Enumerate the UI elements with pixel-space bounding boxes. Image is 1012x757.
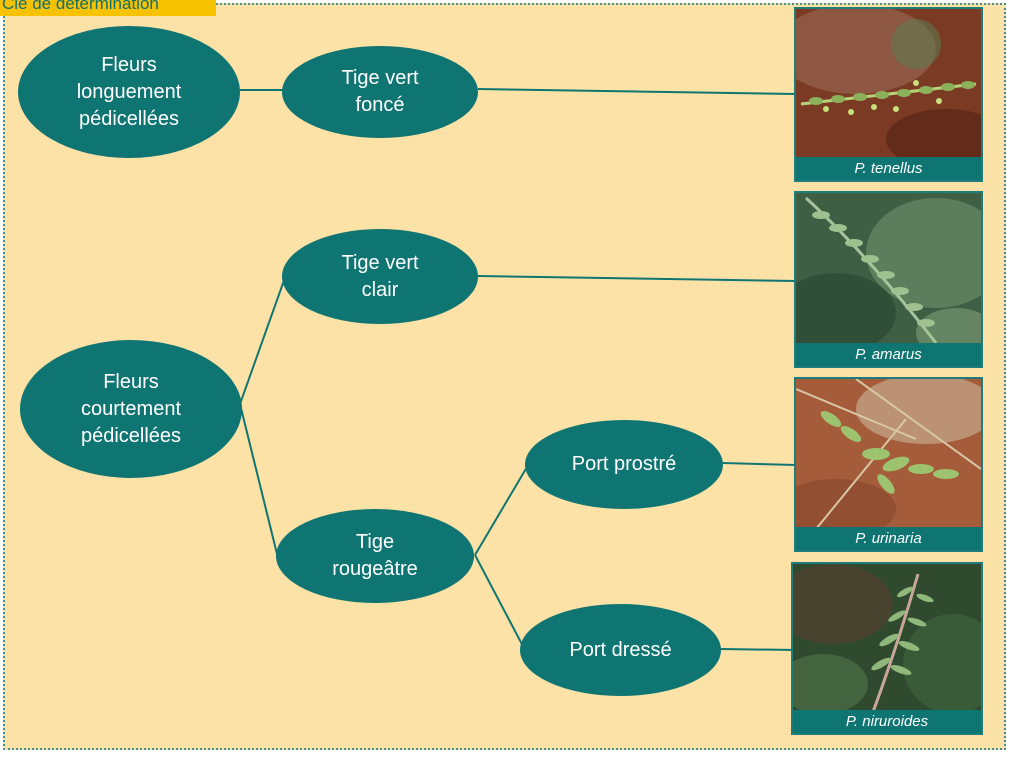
photo-p-amarus: P. amarus bbox=[794, 191, 983, 368]
connector-tige-vert-clair-to-photo-amarus bbox=[477, 275, 797, 282]
caption-p-niruroides: P. niruroides bbox=[793, 710, 981, 733]
connector-fleurs-courtement-to-tige-rougeatre bbox=[239, 403, 279, 559]
photo-p-niruroides: P. niruroides bbox=[791, 562, 983, 735]
plant-image-tenellus bbox=[796, 9, 981, 159]
node-tige-vert-clair: Tige vert clair bbox=[282, 229, 478, 324]
connector-port-dresse-to-photo-niruroides bbox=[719, 648, 797, 651]
node-fleurs-courtement-pedicellees: Fleurs courtement pédicellées bbox=[20, 340, 242, 478]
connector-fleurs-courtement-to-tige-vert-clair bbox=[239, 271, 288, 405]
plant-image-urinaria bbox=[796, 379, 981, 529]
connector-tige-rougeatre-to-port-prostre bbox=[474, 466, 528, 556]
connector-tige-vert-fonce-to-photo-tenellus bbox=[477, 88, 797, 95]
caption-p-tenellus: P. tenellus bbox=[796, 157, 981, 180]
node-port-dresse: Port dressé bbox=[520, 604, 721, 696]
plant-image-amarus bbox=[796, 193, 981, 345]
plant-image-niruroides bbox=[793, 564, 981, 712]
caption-p-urinaria: P. urinaria bbox=[796, 527, 981, 550]
photo-p-tenellus: P. tenellus bbox=[794, 7, 983, 182]
node-port-prostre: Port prostré bbox=[525, 420, 723, 509]
connector-port-prostre-to-photo-urinaria bbox=[722, 462, 797, 466]
node-tige-vert-fonce: Tige vert foncé bbox=[282, 46, 478, 138]
connector-tige-rougeatre-to-port-dresse bbox=[474, 554, 526, 651]
photo-p-urinaria: P. urinaria bbox=[794, 377, 983, 552]
title-tab: Clé de détermination bbox=[0, 0, 216, 16]
caption-p-amarus: P. amarus bbox=[796, 343, 981, 366]
node-fleurs-longuement-pedicellees: Fleurs longuement pédicellées bbox=[18, 26, 240, 158]
key-title: Clé de détermination bbox=[2, 0, 159, 13]
node-tige-rougeatre: Tige rougeâtre bbox=[276, 509, 474, 603]
